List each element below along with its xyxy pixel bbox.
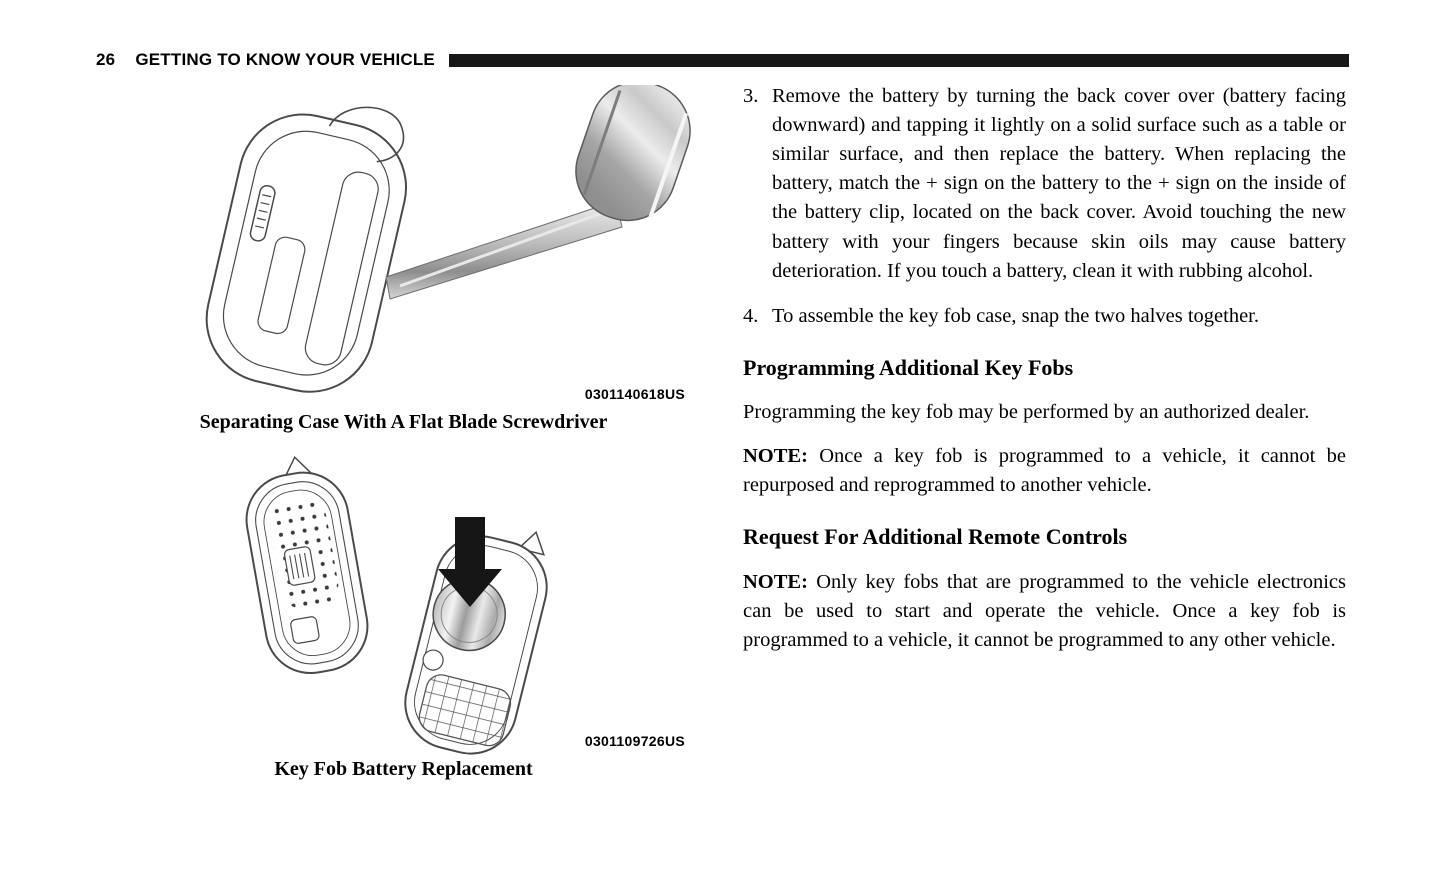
note-text: Only key fobs that are programmed to the… bbox=[743, 570, 1347, 651]
figure-battery-replacement: 0301109726US Key Fob Battery Replacement bbox=[116, 455, 691, 781]
note-paragraph: NOTE: Only key fobs that are programmed … bbox=[743, 568, 1346, 655]
figure-separating-case: 0301140618US Separating Case With A Flat… bbox=[116, 85, 691, 434]
section-heading-programming: Programming Additional Key Fobs bbox=[743, 354, 1074, 380]
chapter-title: GETTING TO KNOW YOUR VEHICLE bbox=[135, 50, 435, 69]
key-fob-screwdriver-illustration bbox=[205, 85, 691, 393]
body-column: 3. Remove the battery by turning the bac… bbox=[743, 82, 1346, 670]
figure-code: 0301140618US bbox=[584, 386, 685, 402]
note-text: Once a key fob is programmed to a vehicl… bbox=[743, 445, 1347, 497]
step-number: 3. bbox=[743, 85, 759, 107]
screwdriver-handle bbox=[575, 85, 691, 222]
step-text: Remove the battery by turning the back c… bbox=[772, 85, 1346, 282]
key-fob-case bbox=[205, 106, 408, 393]
key-fob-battery-illustration bbox=[245, 455, 548, 755]
page-header: 26 GETTING TO KNOW YOUR VEHICLE bbox=[96, 50, 1349, 70]
note-paragraph: NOTE: Once a key fob is programmed to a … bbox=[743, 442, 1346, 500]
header-rule bbox=[448, 53, 1349, 67]
figure-caption: Key Fob Battery Replacement bbox=[274, 758, 533, 780]
arrow-down-icon bbox=[438, 517, 502, 607]
key-fob-back-half bbox=[404, 530, 548, 755]
paragraph: Programming the key fob may be performed… bbox=[743, 401, 1310, 424]
page-number: 26 bbox=[96, 50, 116, 69]
section-heading-remote-controls: Request For Additional Remote Controls bbox=[743, 524, 1128, 550]
key-fob-front-half bbox=[245, 455, 369, 675]
numbered-step: 3. Remove the battery by turning the bac… bbox=[743, 82, 1346, 286]
note-label: NOTE: bbox=[743, 445, 808, 468]
note-label: NOTE: bbox=[743, 570, 808, 593]
step-number: 4. bbox=[743, 304, 759, 327]
step-text: To assemble the key fob case, snap the t… bbox=[772, 304, 1260, 327]
figure-caption: Separating Case With A Flat Blade Screwd… bbox=[199, 411, 608, 433]
figure-code: 0301109726US bbox=[584, 733, 685, 749]
numbered-step: 4. To assemble the key fob case, snap th… bbox=[743, 302, 1346, 331]
